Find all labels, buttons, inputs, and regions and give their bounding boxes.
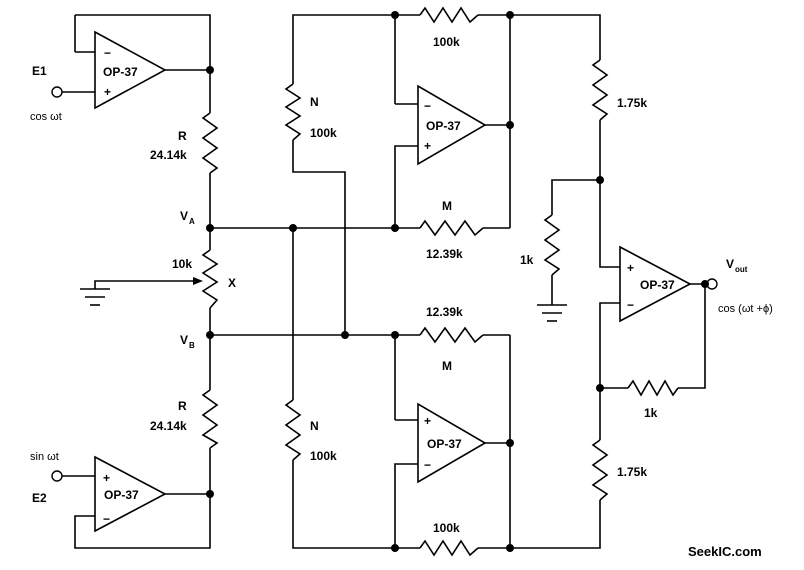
opamp-u1: − + OP-37 bbox=[94, 30, 167, 110]
u5-label: OP-37 bbox=[640, 278, 675, 292]
svg-text:V: V bbox=[180, 333, 188, 347]
u4-inv-sign: + bbox=[424, 414, 431, 428]
n-top-value: 100k bbox=[310, 126, 337, 140]
m-bot-value: 12.39k bbox=[426, 305, 463, 319]
r-top-value: 24.14k bbox=[150, 148, 187, 162]
e1-label: E1 bbox=[32, 64, 47, 78]
m-top-name: M bbox=[442, 199, 452, 213]
r-bot-value: 24.14k bbox=[150, 419, 187, 433]
wires bbox=[62, 14, 707, 549]
f-bot-value: 100k bbox=[433, 521, 460, 535]
node-vb-label: V B bbox=[180, 333, 195, 350]
sum-top-value: 1.75k bbox=[617, 96, 647, 110]
m-top-value: 12.39k bbox=[426, 247, 463, 261]
e1-input-terminal bbox=[51, 86, 63, 98]
m-bot-name: M bbox=[442, 359, 452, 373]
e2-input-terminal bbox=[51, 470, 63, 482]
svg-text:A: A bbox=[189, 217, 195, 226]
e2-label: E2 bbox=[32, 491, 47, 505]
svg-text:out: out bbox=[735, 265, 748, 274]
vout-label: V out bbox=[726, 257, 748, 274]
resistor-100k-bot bbox=[419, 539, 479, 557]
opamp-u4: + − OP-37 bbox=[417, 402, 487, 484]
pot-value: 10k bbox=[172, 257, 192, 271]
gnd-res-value: 1k bbox=[520, 253, 534, 267]
resistor-1k-ground bbox=[543, 214, 561, 276]
opamp-u3: − + OP-37 bbox=[417, 84, 487, 166]
opamp-u2: + − OP-37 bbox=[94, 455, 167, 533]
resistor-100k-top bbox=[419, 6, 479, 24]
u3-inv-sign: − bbox=[424, 99, 431, 113]
resistor-1-75k-bot bbox=[591, 439, 609, 501]
pot-wiper-label: X bbox=[228, 276, 236, 290]
u4-noninv-sign: − bbox=[424, 458, 431, 472]
resistor-n-bot bbox=[284, 399, 302, 461]
u2-inv-sign: + bbox=[103, 471, 110, 485]
pot-wiper-arrow bbox=[193, 277, 203, 285]
u2-label: OP-37 bbox=[104, 488, 139, 502]
resistors bbox=[193, 6, 679, 557]
vout-signal: cos (ωt +ϕ) bbox=[718, 303, 773, 315]
u1-inv-sign: − bbox=[104, 46, 111, 60]
svg-text:V: V bbox=[180, 209, 188, 223]
sum-bot-value: 1.75k bbox=[617, 465, 647, 479]
r-bot-name: R bbox=[178, 399, 187, 413]
u1-noninv-sign: + bbox=[104, 85, 111, 99]
opamp-u5: + − OP-37 bbox=[619, 245, 692, 323]
resistor-1-75k-top bbox=[591, 59, 609, 121]
f-top-value: 100k bbox=[433, 35, 460, 49]
n-bot-value: 100k bbox=[310, 449, 337, 463]
u3-noninv-sign: + bbox=[424, 139, 431, 153]
resistor-r-bot bbox=[201, 389, 219, 449]
u5-inv-sign: + bbox=[627, 261, 634, 275]
u4-label: OP-37 bbox=[427, 437, 462, 451]
r-top-name: R bbox=[178, 129, 187, 143]
node-va-label: V A bbox=[180, 209, 195, 226]
svg-text:V: V bbox=[726, 257, 734, 271]
potentiometer-10k bbox=[201, 249, 219, 309]
u1-label: OP-37 bbox=[103, 65, 138, 79]
u5-noninv-sign: − bbox=[627, 298, 634, 312]
junction-dots bbox=[206, 11, 709, 552]
u2-noninv-sign: − bbox=[103, 512, 110, 526]
u3-label: OP-37 bbox=[426, 119, 461, 133]
e2-signal: sin ωt bbox=[30, 451, 59, 463]
resistor-m-top bbox=[419, 219, 484, 237]
watermark: SeekIC.com bbox=[688, 544, 762, 559]
ground-pot bbox=[80, 285, 110, 306]
fb-out-value: 1k bbox=[644, 406, 658, 420]
resistor-m-bot bbox=[419, 326, 484, 344]
resistor-1k-feedback bbox=[627, 379, 679, 397]
svg-text:B: B bbox=[189, 341, 195, 350]
resistor-r-top bbox=[201, 112, 219, 174]
resistor-n-top bbox=[284, 83, 302, 141]
n-top-name: N bbox=[310, 95, 319, 109]
e1-signal: cos ωt bbox=[30, 111, 62, 123]
n-bot-name: N bbox=[310, 419, 319, 433]
ground-1k bbox=[537, 304, 567, 322]
